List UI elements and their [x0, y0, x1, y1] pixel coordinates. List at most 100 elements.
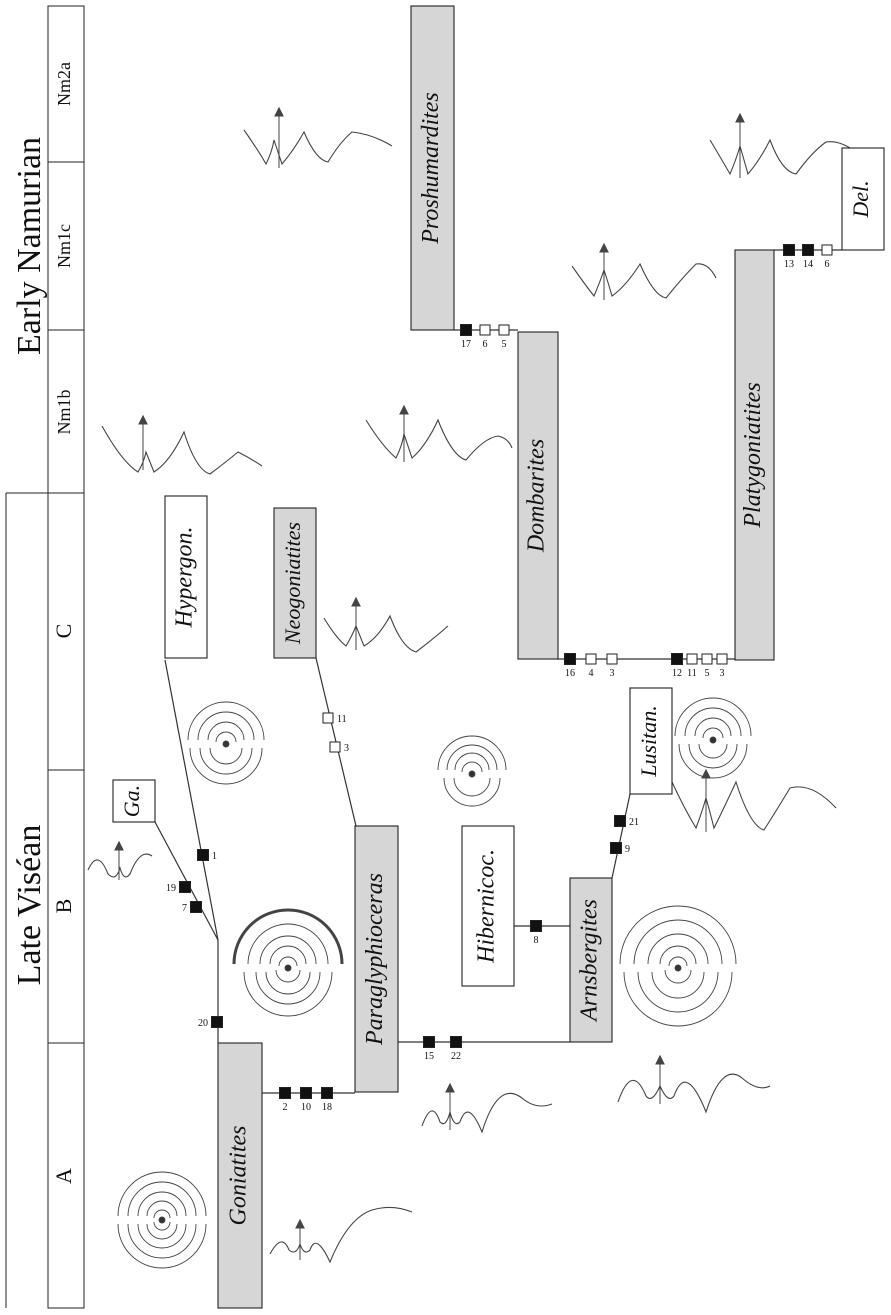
taxon-label: Paraglyphioceras — [362, 873, 388, 1046]
zone-label: C — [51, 624, 76, 639]
cross-section-goniatites — [117, 1171, 207, 1269]
suture-paraglyphioceras — [421, 1092, 553, 1134]
character-marker-filled — [564, 653, 576, 665]
character-number: 9 — [625, 844, 630, 855]
suture-dombarites — [365, 418, 513, 461]
suture-arnsbergites — [617, 1073, 771, 1114]
taxon-del: Del. — [841, 147, 885, 251]
character-marker-open — [585, 653, 597, 665]
character-marker-filled — [671, 653, 683, 665]
taxon-label: Arnsbergites — [577, 899, 603, 1023]
character-number: 3 — [720, 668, 725, 679]
taxon-label: Proshumardites — [418, 92, 444, 245]
character-number: 11 — [337, 714, 347, 725]
taxon-platygoniatites: Platygoniatites — [734, 249, 775, 661]
taxon-box — [461, 825, 515, 987]
character-marker-open — [479, 324, 491, 336]
taxon-dombarites: Dombarites — [517, 331, 559, 660]
zone-label: B — [51, 899, 76, 914]
taxon-box — [734, 249, 775, 661]
taxon-ga: Ga. — [112, 779, 156, 823]
taxon-paraglyphioceras: Paraglyphioceras — [354, 825, 399, 1093]
epoch-label-early-namurian: Early Namurian — [11, 137, 48, 355]
character-group: 11 3 — [322, 712, 349, 754]
character-marker-open — [606, 653, 618, 665]
taxon-label: Dombarites — [524, 439, 550, 553]
character-marker-filled — [179, 881, 191, 893]
character-marker-open — [821, 244, 833, 256]
taxon-label: Hypergon. — [172, 526, 198, 628]
taxon-arnsbergites: Arnsbergites — [569, 877, 613, 1043]
zone-label: Nm1b — [54, 390, 74, 435]
character-number: 3 — [344, 743, 349, 754]
suture-lusitan — [671, 780, 837, 831]
character-number: 5 — [502, 339, 507, 350]
taxon-box — [629, 687, 673, 795]
taxon-box — [217, 1042, 263, 1309]
character-number: 1 — [212, 851, 217, 862]
character-marker-filled — [460, 324, 472, 336]
taxon-box — [164, 495, 208, 659]
taxon-label: Ga. — [119, 785, 144, 817]
taxon-hibernicoc: Hibernicoc. — [461, 825, 515, 987]
character-marker-filled — [450, 1036, 462, 1048]
taxon-goniatites: Goniatites — [217, 1042, 263, 1309]
character-number: 10 — [301, 1102, 311, 1113]
character-marker-filled — [614, 815, 626, 827]
taxon-label: Lusitan. — [636, 705, 661, 778]
suture-ga — [87, 853, 153, 878]
taxon-label: Del. — [848, 180, 873, 218]
character-number: 14 — [803, 259, 813, 270]
character-marker-filled — [610, 842, 622, 854]
character-marker-open — [716, 653, 728, 665]
taxon-box — [273, 507, 317, 659]
character-group: 1 — [197, 849, 217, 862]
character-marker-filled — [211, 1016, 223, 1028]
character-marker-filled — [423, 1036, 435, 1048]
taxon-neogoniatites: Neogoniatites — [273, 507, 317, 659]
taxon-box — [841, 147, 885, 251]
suture-del — [709, 138, 857, 176]
character-number: 13 — [784, 259, 794, 270]
suture-proshumardites — [243, 129, 393, 166]
character-group: 9 21 — [610, 815, 639, 855]
character-number: 6 — [483, 339, 488, 350]
character-marker-filled — [190, 901, 202, 913]
character-number: 18 — [322, 1102, 332, 1113]
taxon-label: Neogoniatites — [280, 522, 305, 645]
character-number: 3 — [610, 668, 615, 679]
character-group: 20 — [198, 1016, 223, 1029]
suture-platygoniatites — [571, 262, 717, 299]
character-number: 8 — [534, 935, 539, 946]
taxon-box — [517, 331, 559, 660]
character-marker-filled — [279, 1087, 291, 1099]
character-group: 8 — [530, 920, 542, 946]
stratigraphic-column — [5, 5, 85, 1309]
cross-section-arnsbergites — [619, 905, 737, 1027]
suture-neogoniatites — [323, 614, 449, 653]
character-marker-filled — [321, 1087, 333, 1099]
character-number: 21 — [629, 817, 639, 828]
character-marker-open — [701, 653, 713, 665]
taxon-hypergon: Hypergon. — [164, 495, 208, 659]
suture-goniatites — [269, 1206, 413, 1264]
taxon-label: Platygoniatites — [740, 382, 766, 528]
character-marker-filled — [802, 244, 814, 256]
character-number: 22 — [451, 1051, 461, 1062]
character-marker-open — [498, 324, 510, 336]
character-marker-open — [686, 653, 698, 665]
character-marker-filled — [197, 849, 209, 861]
character-number: 15 — [424, 1051, 434, 1062]
suture-lines — [87, 106, 857, 1264]
taxon-box — [410, 5, 455, 331]
suture-hypergon — [101, 425, 263, 475]
character-number: 11 — [687, 668, 697, 679]
character-number: 17 — [461, 339, 471, 350]
epoch-label-late-visean: Late Viséan — [11, 825, 48, 986]
character-marker-filled — [783, 244, 795, 256]
taxon-box — [569, 877, 613, 1043]
